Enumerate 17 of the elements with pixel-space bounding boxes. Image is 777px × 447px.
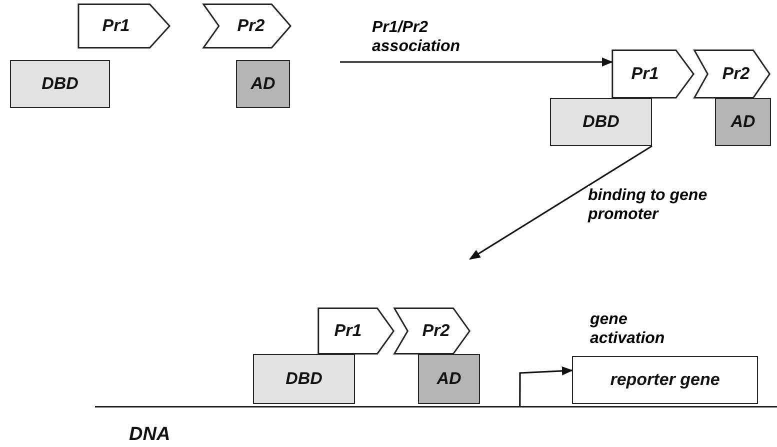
pentagon-tag: Pr1 [612,50,694,98]
arrow [340,58,614,66]
arrow [469,145,652,260]
chevron-tag: Pr2 [203,4,291,48]
domain-box: DBD [253,354,355,404]
arrow [519,366,574,406]
domain-box: AD [418,354,480,404]
chevron-tag: Pr2 [694,50,770,98]
dna-line: DNA [95,406,777,446]
domain-box: AD [236,60,290,108]
domain-box: AD [715,98,771,146]
domain-box: DBD [550,98,652,146]
domain-box: DBD [10,60,110,108]
chevron-tag: Pr2 [394,308,470,354]
pentagon-tag: Pr1 [318,308,394,354]
pentagon-tag: Pr1 [78,4,170,48]
gene-box: reporter gene [572,356,758,404]
